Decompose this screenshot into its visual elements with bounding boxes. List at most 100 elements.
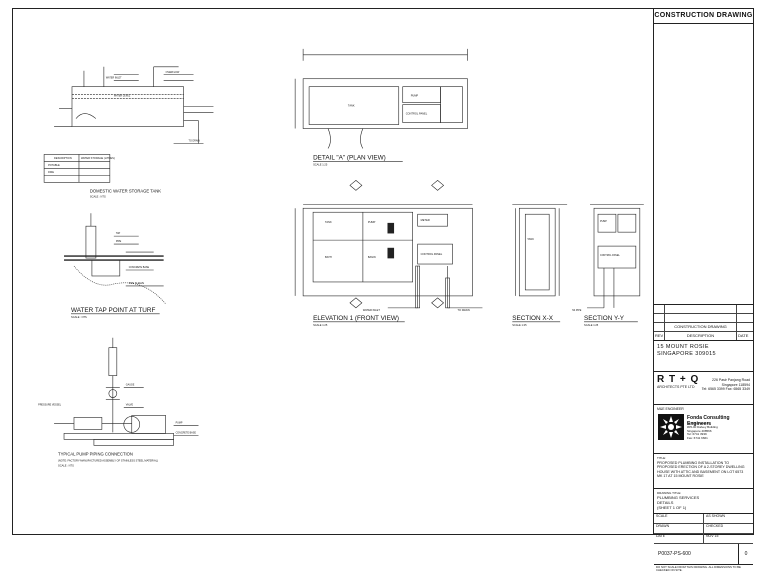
project-title-line1: PROPOSED PLUMBING INSTALLATION TO	[657, 460, 730, 465]
tank-table	[43, 154, 111, 183]
turf-label-pipe: PIPE	[116, 240, 122, 243]
tank-table-r2: FIRE	[48, 170, 54, 174]
drawing-title-line3: (SHEET 1 OF 1)	[657, 505, 687, 510]
plan-label-ctrl: CONTROL PANEL	[406, 112, 428, 116]
architect-block: R T + Q ARCHITECTS PTE LTD 226 Pasir Pan…	[654, 372, 753, 405]
tank-label-drain: TO DRAIN	[189, 139, 201, 142]
drawing-number-row: P0037-PS-600 0	[654, 544, 753, 565]
engineer-address-line2: #05-00 Dalvey Building	[687, 424, 718, 429]
engineer-logo-icon	[658, 414, 684, 440]
engineer-address: 31 Ubi Avenue 2 #05-00 Dalvey Building S…	[687, 421, 718, 441]
secy-title: SECTION Y-Y	[584, 315, 625, 322]
project-title-line3: HOUSE WITH ATTIC AND BASEMENT ON LOT 657…	[657, 469, 744, 474]
tank-label-overflow: OVERFLOW	[166, 71, 180, 74]
engineer-address-line3: Singapore 408566	[687, 428, 712, 433]
water-tank-detail	[54, 66, 214, 144]
architect-address-line3: Tel: 6565 3399 Fax: 6565 3349	[701, 387, 750, 391]
drawing-sheet: DESCRIPTION WATER STORAGE (LITRES) POTAB…	[12, 8, 754, 572]
elev-scale: SCALE 1:25	[313, 323, 328, 327]
turf-label-concrete: CONCRETE BASE	[129, 266, 150, 269]
meta-row: SCALE AS SHOWN	[654, 514, 753, 524]
drawing-status-header: CONSTRUCTION DRAWING	[654, 9, 753, 24]
rev-no	[654, 305, 665, 313]
pump-label-valve: VALVE	[126, 403, 134, 406]
elev-title: ELEVATION 1 (FRONT VIEW)	[313, 315, 399, 322]
rev-no	[654, 323, 665, 331]
tank-table-h1: DESCRIPTION	[54, 156, 72, 160]
secy-label-pump: PUMP	[600, 220, 607, 223]
turf-label-sleeve: PIPE SLEEVE	[129, 282, 145, 285]
secy-label-ctrl: CONTROL PANEL	[600, 254, 620, 257]
drawing-title-line1: PLUMBING SERVICES	[657, 495, 700, 500]
pump-scale: SCALE : NTS	[58, 463, 74, 467]
rev-no	[654, 314, 665, 322]
engineer-address-line4: Tel: 6741 3939	[687, 432, 707, 437]
elev-label-inlet: WATER INLET	[363, 308, 380, 312]
project-title-label: TITLE:	[657, 456, 667, 460]
pump-label-pressure: PRESSURE VESSEL	[38, 403, 62, 406]
rev-desc	[665, 314, 737, 322]
elev-label-ctrl: CONTROL PANEL	[421, 252, 443, 256]
engineer-name: Fonda Consulting Engineers	[687, 415, 730, 427]
project-address-line2: SINGAPORE 309015	[657, 351, 716, 357]
turf-label-tap: TAP	[116, 232, 121, 235]
meta-scale-label: SCALE	[654, 514, 704, 523]
meta-row: DRAWN CHECKED	[654, 524, 753, 534]
rev-no-header: REV	[655, 332, 665, 340]
pump-note: (NOTE: FACTORY-MANUFACTURED ASSEMBLY OF …	[58, 458, 158, 462]
elev-label-pump: PUMP	[368, 220, 376, 224]
revision-header-row: REV DESCRIPTION DATE	[654, 332, 753, 341]
revision-row: CONSTRUCTION DRAWING	[654, 323, 753, 332]
turf-tap-detail	[64, 213, 166, 305]
secy-scale: SCALE 1:25	[584, 323, 599, 327]
meta-date-label: DATE	[654, 534, 704, 543]
architect-company: ARCHITECTS PTE LTD	[657, 385, 695, 389]
engineer-role: M&E ENGINEER	[657, 407, 684, 411]
front-elevation	[294, 179, 483, 309]
tank-scale: SCALE : NTS	[90, 194, 106, 198]
secx-label-tank: TANK	[527, 237, 534, 241]
plan-scale: SCALE 1:25	[313, 162, 328, 166]
elev-label-meter: METER	[421, 218, 430, 222]
secy-label-ss: SS PIPE	[572, 309, 582, 312]
elev-label-bath: BATH	[325, 255, 332, 259]
drawing-area: DESCRIPTION WATER STORAGE (LITRES) POTAB…	[38, 48, 644, 467]
project-title-line2: PROPOSED ERECTION OF A 2-STOREY DWELLING	[657, 465, 745, 469]
drawing-title-line2: DETAILS	[657, 500, 674, 505]
engineer-address-line1: 31 Ubi Avenue 2	[687, 421, 709, 425]
rev-date	[737, 323, 753, 331]
rev-date-header: DATE	[738, 333, 749, 338]
architect-logo: R T + Q	[657, 374, 700, 385]
section-x-x	[512, 203, 568, 297]
rev-date	[737, 305, 753, 313]
plan-label-pump: PUMP	[411, 94, 419, 98]
project-address-line1: 15 MOUNT ROSIE	[657, 344, 709, 350]
pump-piping-detail	[54, 337, 199, 446]
project-title-block: TITLE: PROPOSED PLUMBING INSTALLATION TO…	[654, 454, 753, 489]
tank-label-water-level: WATER LEVEL	[114, 95, 131, 98]
architect-address-line1: 226 Pasir Panjang Road	[712, 378, 750, 382]
project-address: 15 MOUNT ROSIE SINGAPORE 309015	[654, 341, 753, 372]
title-block-notes-area	[654, 24, 753, 305]
rev-desc	[665, 305, 737, 313]
elev-label-drain: TO DRAIN	[458, 308, 470, 312]
pump-label-pump: PUMP	[176, 421, 183, 424]
tank-title: DOMESTIC WATER STORAGE TANK	[90, 188, 161, 193]
meta-date-value: NOV 15	[706, 534, 719, 538]
drawing-title-label: DRAWING TITLE:	[657, 491, 682, 495]
turf-title: WATER TAP POINT AT TURF	[71, 307, 155, 314]
rev-desc: CONSTRUCTION DRAWING	[665, 323, 737, 331]
engineer-address-line5: Fax: 6741 6661	[687, 436, 708, 441]
secx-scale: SCALE 1:25	[512, 323, 527, 327]
project-title-line4: MK 17 AT 15 MOUNT ROSIE	[657, 474, 704, 478]
section-y-y	[587, 203, 644, 309]
pump-label-base: CONCRETE BASE	[176, 431, 197, 434]
meta-scale-value: AS SHOWN	[706, 514, 726, 518]
plan-title: DETAIL "A" (PLAN VIEW)	[313, 154, 386, 161]
elev-label-basin: BASIN	[368, 255, 376, 259]
tank-label-inlet: WATER INLET	[106, 77, 122, 80]
secx-title: SECTION X-X	[512, 315, 553, 322]
drawing-title-block: DRAWING TITLE: PLUMBING SERVICES DETAILS…	[654, 489, 753, 514]
rev-desc-header: DESCRIPTION	[665, 332, 737, 340]
revision-table: CONSTRUCTION DRAWING REV DESCRIPTION DAT…	[654, 305, 753, 341]
